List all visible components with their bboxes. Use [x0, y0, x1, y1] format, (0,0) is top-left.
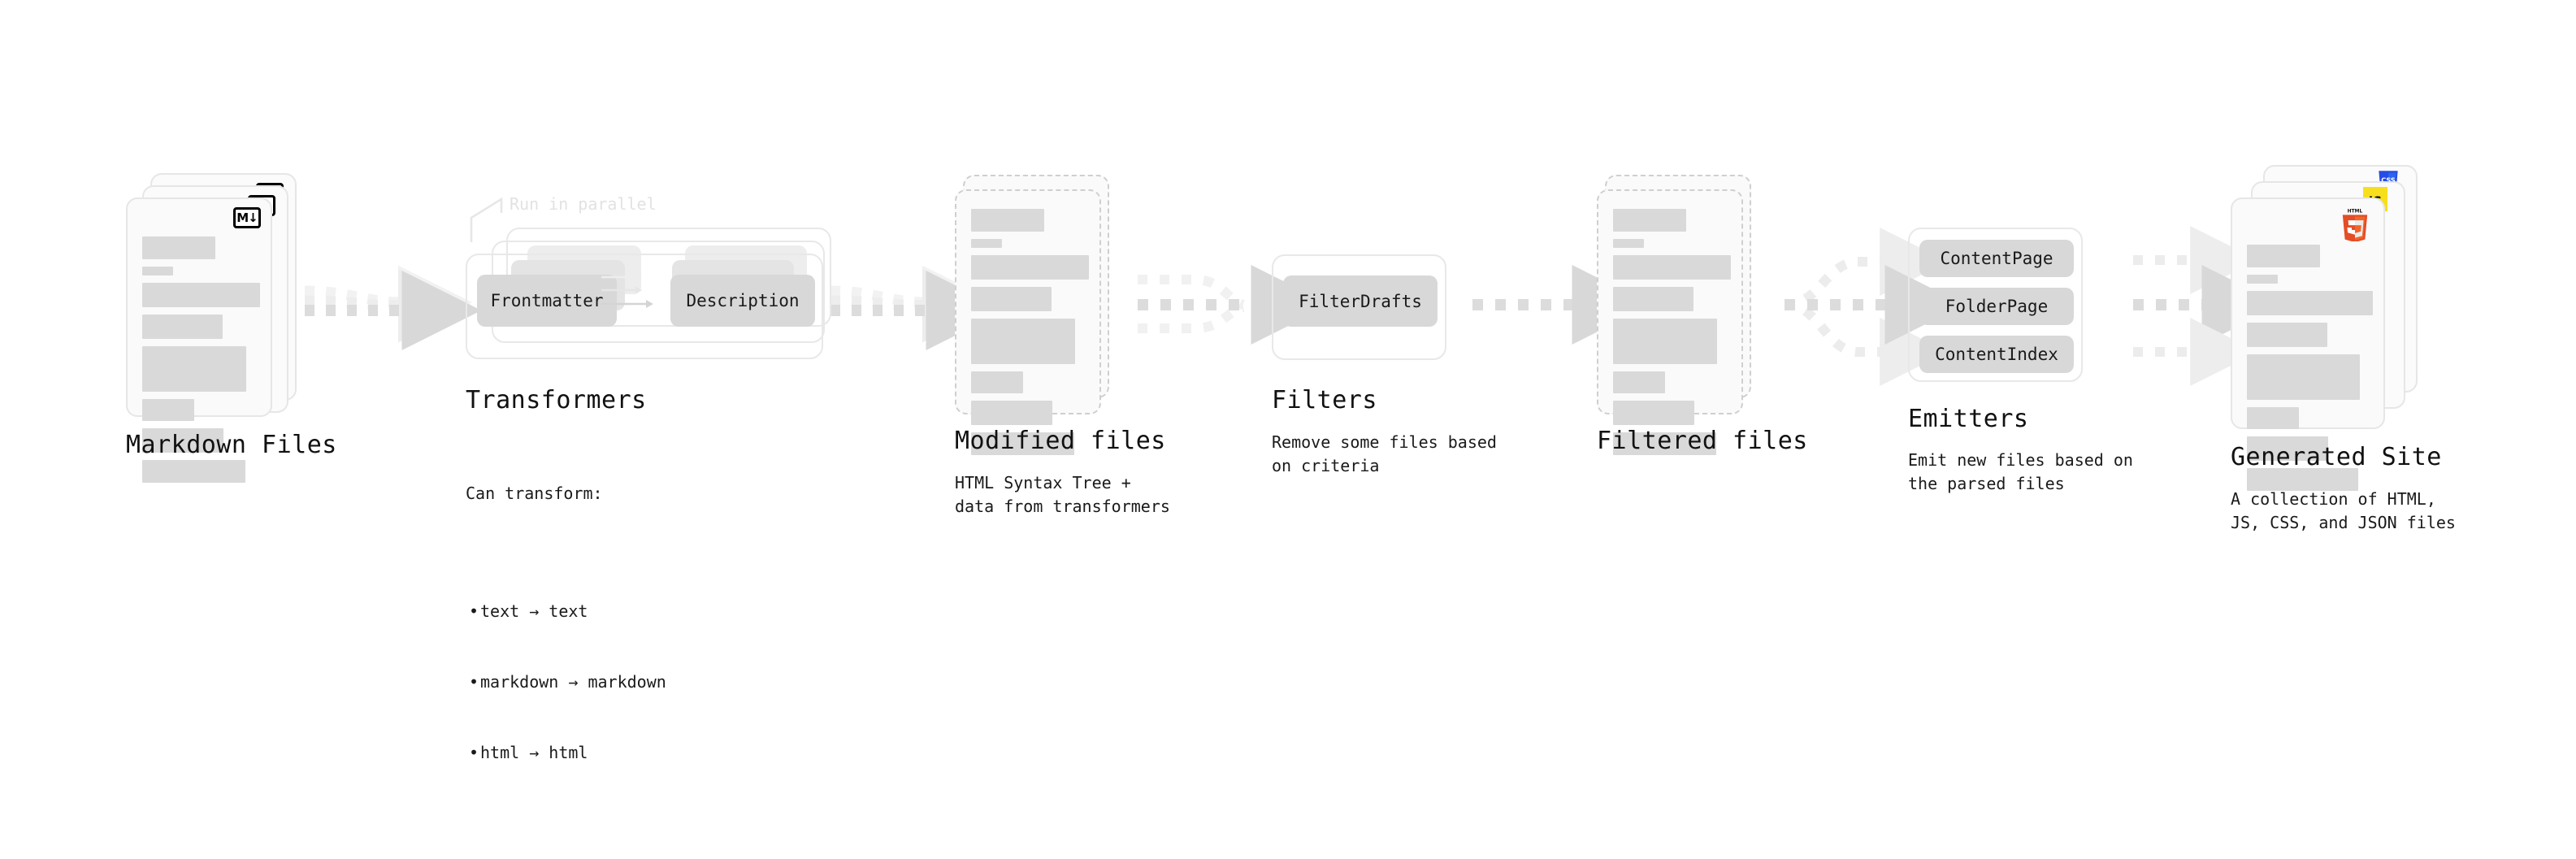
content-bar [142, 267, 173, 275]
connector-filtered-to-emitters [1784, 228, 1965, 386]
content-bar [142, 315, 223, 339]
chip-folderpage[interactable]: FolderPage [1919, 288, 2074, 325]
connector-emitters-to-site [2133, 226, 2282, 386]
svg-text:CSS: CSS [2381, 176, 2396, 184]
modified-card-front [955, 189, 1101, 455]
content-bar [2247, 245, 2320, 267]
markdown-file-stack: M↓ M↓ M↓ [126, 0, 313, 483]
content-bar [2247, 323, 2327, 347]
stage-modified-files: Modified files HTML Syntax Tree + data f… [955, 0, 1170, 516]
connector-modified-to-filters [1138, 265, 1331, 345]
content-bar [971, 255, 1089, 280]
modified-card-content [971, 209, 1089, 462]
stage-subtitle-filters: Remove some files based on criteria [1272, 432, 1497, 475]
content-bar [971, 401, 1052, 425]
stage-subtitle-transformers: Can transform: text → text markdown → ma… [466, 435, 666, 859]
content-bar [2247, 275, 2278, 284]
stage-title-emitters: Emitters [1908, 405, 2029, 433]
site-card-front: HTML [2231, 197, 2385, 491]
chip-filterdrafts[interactable]: FilterDrafts [1283, 275, 1438, 327]
chip-description[interactable]: Description [670, 275, 815, 327]
content-bar [142, 283, 260, 307]
content-bar [1613, 239, 1644, 248]
stage-generated-site: CSS JS HTML [2231, 0, 2456, 532]
content-bar [971, 371, 1023, 393]
transform-bullet: html → html [466, 741, 666, 765]
content-bar [142, 346, 246, 392]
stage-title-filtered-files: Filtered files [1597, 427, 1808, 455]
stage-subtitle-modified-files: HTML Syntax Tree + data from transformer… [955, 473, 1170, 516]
markdown-icon: M↓ [233, 207, 261, 228]
filter-group: FilterDrafts [1272, 254, 1446, 360]
connector-transformers-to-modified [830, 265, 1006, 350]
run-in-parallel-label: Run in parallel [510, 194, 657, 214]
chip-frontmatter[interactable]: Frontmatter [477, 275, 617, 327]
transform-bullet-list: text → text markdown → markdown html → h… [466, 553, 666, 812]
svg-text:HTML: HTML [2348, 209, 2363, 214]
transform-bullet: text → text [466, 600, 666, 623]
filtered-card-content [1613, 209, 1731, 462]
content-bar [142, 460, 245, 483]
chip-contentindex[interactable]: ContentIndex [1919, 336, 2074, 373]
stage-title-filters: Filters [1272, 386, 1377, 414]
can-transform-heading: Can transform: [466, 484, 603, 503]
filtered-file-stack [1597, 0, 1784, 455]
content-bar [1613, 287, 1693, 311]
modified-file-stack [955, 0, 1142, 455]
content-bar [1613, 209, 1686, 232]
transform-bullet: markdown → markdown [466, 670, 666, 694]
content-bar [2247, 354, 2360, 400]
stage-title-transformers: Transformers [466, 386, 647, 414]
site-card-content [2247, 245, 2373, 498]
content-bar [1613, 401, 1694, 425]
content-bar [1613, 255, 1731, 280]
content-bar [971, 319, 1075, 364]
content-bar [1613, 319, 1717, 364]
transformer-inner-arrows [601, 273, 653, 308]
content-bar [971, 239, 1002, 248]
content-bar [2247, 436, 2328, 461]
generated-site-stack: CSS JS HTML [2231, 0, 2426, 491]
markdown-card-front: M↓ [126, 197, 272, 483]
content-bar [971, 432, 1074, 455]
content-bar [142, 236, 215, 259]
content-bar [1613, 371, 1665, 393]
run-in-parallel-bracket [470, 197, 503, 242]
chip-contentpage[interactable]: ContentPage [1919, 240, 2074, 277]
content-bar [142, 428, 223, 453]
content-bar [2247, 468, 2358, 491]
content-bar [971, 287, 1052, 311]
transformer-group-front: Frontmatter Description [466, 254, 823, 359]
stage-title-generated-site: Generated Site [2231, 443, 2442, 471]
stage-title-modified-files: Modified files [955, 427, 1166, 455]
pipeline-diagram: M↓ M↓ M↓ Markdown Files [0, 0, 2576, 681]
markdown-card-content [142, 236, 260, 490]
stage-title-markdown-files: Markdown Files [126, 431, 337, 459]
content-bar [142, 399, 194, 421]
emitter-group: ContentPage FolderPage ContentIndex [1908, 228, 2083, 382]
html5-icon: HTML [2342, 209, 2368, 241]
stage-subtitle-generated-site: A collection of HTML, JS, CSS, and JSON … [2231, 489, 2456, 532]
filtered-card-front [1597, 189, 1743, 455]
content-bar [2247, 407, 2299, 429]
stage-subtitle-emitters: Emit new files based on the parsed files [1908, 450, 2133, 493]
content-bar [2247, 291, 2373, 315]
connector-markdown-to-transformers [304, 265, 482, 350]
content-bar [1613, 432, 1716, 455]
content-bar [971, 209, 1044, 232]
stage-filtered-files: Filtered files [1597, 0, 1807, 455]
stage-markdown-files: M↓ M↓ M↓ Markdown Files [126, 0, 336, 483]
